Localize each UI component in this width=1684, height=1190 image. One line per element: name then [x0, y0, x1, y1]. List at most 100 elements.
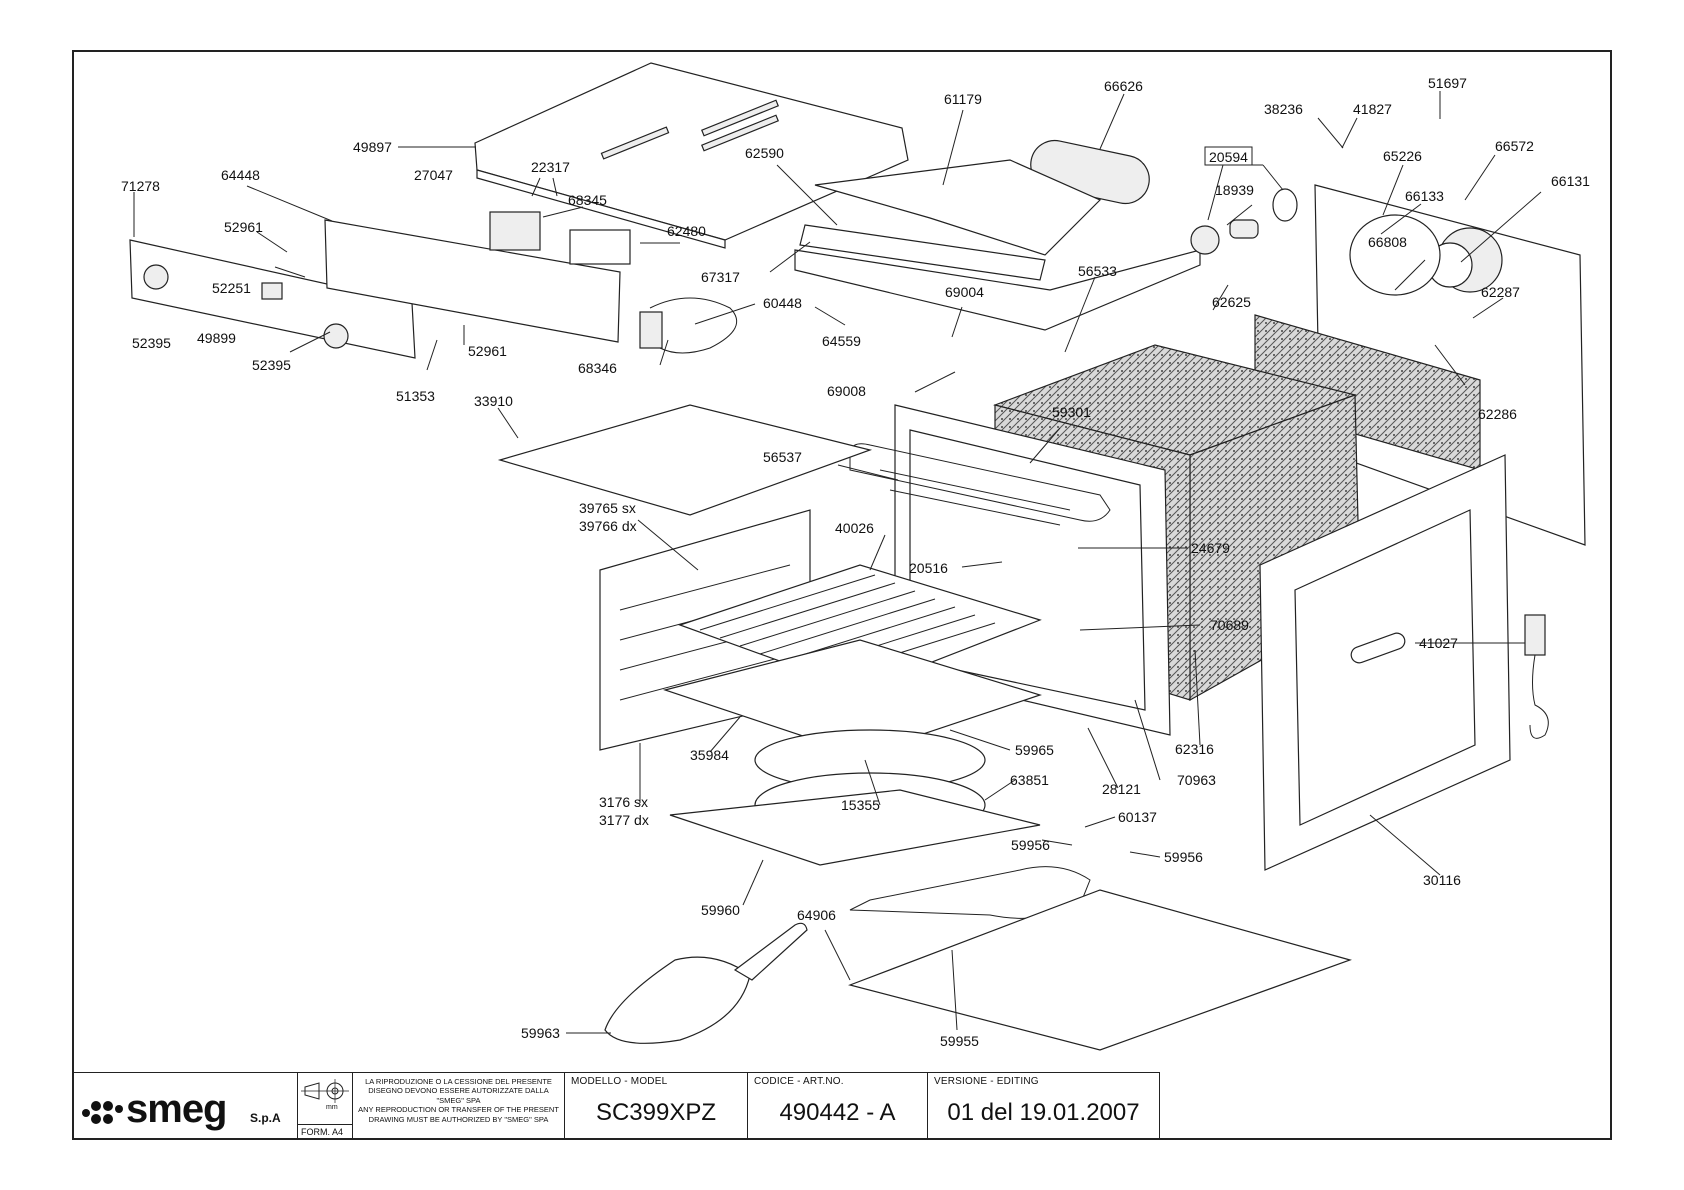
- unit-label: mm: [326, 1104, 338, 1111]
- part-label-18939: 18939: [1215, 182, 1254, 198]
- title-logo-cell: smeg S.p.A: [72, 1072, 298, 1140]
- part-label-60448: 60448: [763, 295, 802, 311]
- part-label-3176: 3176 sx: [599, 794, 648, 810]
- part-label-33910: 33910: [474, 393, 513, 409]
- part-label-38236: 38236: [1264, 101, 1303, 117]
- part-label-59955: 59955: [940, 1033, 979, 1049]
- oven-door-inner: [1294, 509, 1476, 826]
- part-label-62286: 62286: [1478, 406, 1517, 422]
- part-label-68345: 68345: [568, 192, 607, 208]
- part-label-52961-top: 52961: [224, 219, 263, 235]
- projection-symbol-icon: [301, 1079, 349, 1103]
- part-label-60137: 60137: [1118, 809, 1157, 825]
- pizza-shovel: [604, 956, 751, 1044]
- board-cover: [569, 229, 631, 265]
- wiring-harness: [649, 297, 738, 354]
- part-label-66626: 66626: [1104, 78, 1143, 94]
- part-label-66133: 66133: [1405, 188, 1444, 204]
- notice-english: ANY REPRODUCTION OR TRANSFER OF THE PRES…: [358, 1105, 559, 1124]
- part-label-41827: 41827: [1353, 101, 1392, 117]
- part-label-71278: 71278: [121, 178, 160, 194]
- panel-bracket: [324, 219, 621, 343]
- version-caption: VERSIONE - EDITING: [934, 1076, 1039, 1087]
- electronic-board: [489, 211, 541, 251]
- part-label-51697: 51697: [1428, 75, 1467, 91]
- terminal-block: [639, 311, 663, 349]
- knob-left: [143, 264, 169, 290]
- part-label-66808: 66808: [1368, 234, 1407, 250]
- part-label-59965: 59965: [1015, 742, 1054, 758]
- air-duct: [814, 159, 1102, 256]
- part-label-41027: 41027: [1419, 635, 1458, 651]
- form-label: FORM. A4: [298, 1124, 352, 1137]
- part-label-27047: 27047: [414, 167, 453, 183]
- part-label-59956-left: 59956: [1011, 837, 1050, 853]
- part-label-51353: 51353: [396, 388, 435, 404]
- upper-frame: [794, 249, 1201, 331]
- pizza-shovel-handle: [733, 922, 808, 981]
- part-number-labels: 49897 27047 22317 61179 66626 38236 4182…: [121, 75, 1590, 1049]
- part-label-64906: 64906: [797, 907, 836, 923]
- part-label-20594-box: [1204, 146, 1253, 166]
- part-label-49899: 49899: [197, 330, 236, 346]
- door-handle-slot: [1350, 632, 1406, 664]
- part-label-52395-right: 52395: [252, 357, 291, 373]
- bottom-plate: [848, 889, 1352, 1051]
- part-label-66131: 66131: [1551, 173, 1590, 189]
- part-label-52251: 52251: [212, 280, 251, 296]
- smeg-logo-text: smeg: [126, 1087, 227, 1131]
- lamp-glass: [1190, 225, 1220, 255]
- duct-tray: [799, 224, 1046, 281]
- part-label-22317: 22317: [531, 159, 570, 175]
- part-label-20594: 20594: [1209, 149, 1248, 165]
- notice-italian: LA RIPRODUZIONE O LA CESSIONE DEL PRESEN…: [365, 1077, 552, 1105]
- part-label-52961-bottom: 52961: [468, 343, 507, 359]
- part-label-30116: 30116: [1423, 872, 1461, 888]
- title-code-cell: CODICE - ART.NO. 490442 - A: [748, 1072, 928, 1140]
- part-label-59956-right: 59956: [1164, 849, 1203, 865]
- part-label-3177: 3177 dx: [599, 812, 649, 828]
- title-notice-cell: LA RIPRODUZIONE O LA CESSIONE DEL PRESEN…: [353, 1072, 565, 1140]
- lamp-seal: [1272, 188, 1298, 222]
- drawing-frame: [72, 50, 1612, 1140]
- part-label-15355: 15355: [841, 797, 880, 813]
- part-label-59301: 59301: [1052, 404, 1091, 420]
- part-label-59963: 59963: [521, 1025, 560, 1041]
- part-label-69004: 69004: [945, 284, 984, 300]
- part-label-56533: 56533: [1078, 263, 1117, 279]
- part-label-64559: 64559: [822, 333, 861, 349]
- part-label-62287: 62287: [1481, 284, 1520, 300]
- part-label-28121: 28121: [1102, 781, 1141, 797]
- title-model-cell: MODELLO - MODEL SC399XPZ: [565, 1072, 748, 1140]
- title-version-cell: VERSIONE - EDITING 01 del 19.01.2007: [928, 1072, 1160, 1140]
- leader-lines: [133, 91, 1542, 1034]
- drip-tray: [662, 639, 1042, 756]
- part-label-61179: 61179: [944, 91, 982, 107]
- title-projection-cell: mm FORM. A4: [298, 1072, 353, 1140]
- part-label-39766: 39766 dx: [579, 518, 637, 534]
- smeg-logo-dots: [82, 1101, 123, 1124]
- deep-tray-33910: [497, 404, 873, 516]
- part-label-67317: 67317: [701, 269, 740, 285]
- lamp-holder: [1229, 219, 1259, 239]
- part-label-49897: 49897: [353, 139, 392, 155]
- model-caption: MODELLO - MODEL: [571, 1076, 668, 1087]
- copyright-notice: LA RIPRODUZIONE O LA CESSIONE DEL PRESEN…: [357, 1077, 560, 1124]
- part-label-65226: 65226: [1383, 148, 1422, 164]
- code-value: 490442 - A: [779, 1099, 896, 1126]
- part-label-63851: 63851: [1010, 772, 1049, 788]
- probe-capillary: [1529, 654, 1549, 739]
- thermostat-probe: [1524, 614, 1546, 656]
- wire-grid-bars: [699, 574, 996, 679]
- version-value: 01 del 19.01.2007: [947, 1099, 1140, 1126]
- part-label-70689: 70689: [1210, 617, 1249, 633]
- part-label-68346: 68346: [578, 360, 617, 376]
- part-label-62590: 62590: [745, 145, 784, 161]
- part-label-62625: 62625: [1212, 294, 1251, 310]
- top-heating-element-inner: [879, 469, 1071, 526]
- part-label-59960: 59960: [701, 902, 740, 918]
- part-label-69008: 69008: [827, 383, 866, 399]
- display-window: [261, 282, 283, 300]
